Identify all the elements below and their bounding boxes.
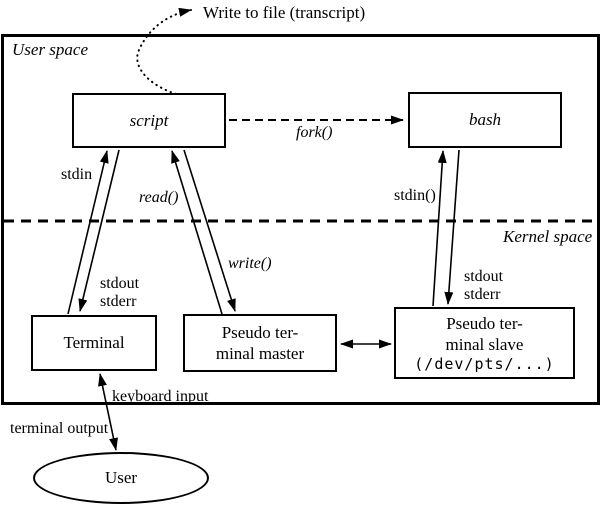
user-ellipse: User [33, 452, 209, 504]
stdin-call-label: stdin() [394, 187, 436, 204]
keyboard-input-label: keyboard input [112, 388, 209, 405]
pty-slave-label-line1: Pseudo ter- [446, 313, 523, 333]
pty-master-label-line1: Pseudo ter- [221, 322, 299, 342]
stdout-left-line1: stdout [100, 275, 140, 292]
stdout-stderr-left-label: stdout stderr [100, 275, 139, 312]
user-space-label: User space [12, 40, 89, 59]
script-label: script [129, 110, 169, 130]
pty-slave-box: Pseudo ter- minal slave (/dev/pts/...) [394, 307, 575, 379]
kernel-space-label: Kernel space [503, 227, 593, 246]
fork-label: fork() [296, 124, 333, 141]
stderr-right-line2: stderr [464, 286, 501, 304]
write-label: write() [228, 255, 272, 272]
transcript-label: Write to file (transcript) [203, 3, 366, 22]
script-box: script [72, 93, 226, 148]
pty-master-label-line2: minal master [215, 344, 305, 363]
terminal-output-label: terminal output [10, 420, 109, 437]
pty-slave-label-line2: minal slave [445, 335, 524, 354]
stderr-left-line2: stderr [100, 293, 137, 311]
read-label: read() [139, 189, 179, 206]
bash-box: bash [408, 92, 562, 148]
user-label: User [104, 468, 138, 487]
pty-master-box: Pseudo ter- minal master [183, 314, 337, 372]
stdout-right-line1: stdout [464, 268, 504, 285]
terminal-label: Terminal [63, 333, 125, 353]
stdin-label: stdin [61, 166, 93, 183]
user-space-box [1, 34, 600, 405]
bash-label: bash [468, 110, 502, 130]
terminal-box: Terminal [31, 315, 157, 371]
stdout-stderr-right-label: stdout stderr [464, 268, 503, 305]
pty-slave-device-path: (/dev/pts/...) [414, 355, 555, 374]
